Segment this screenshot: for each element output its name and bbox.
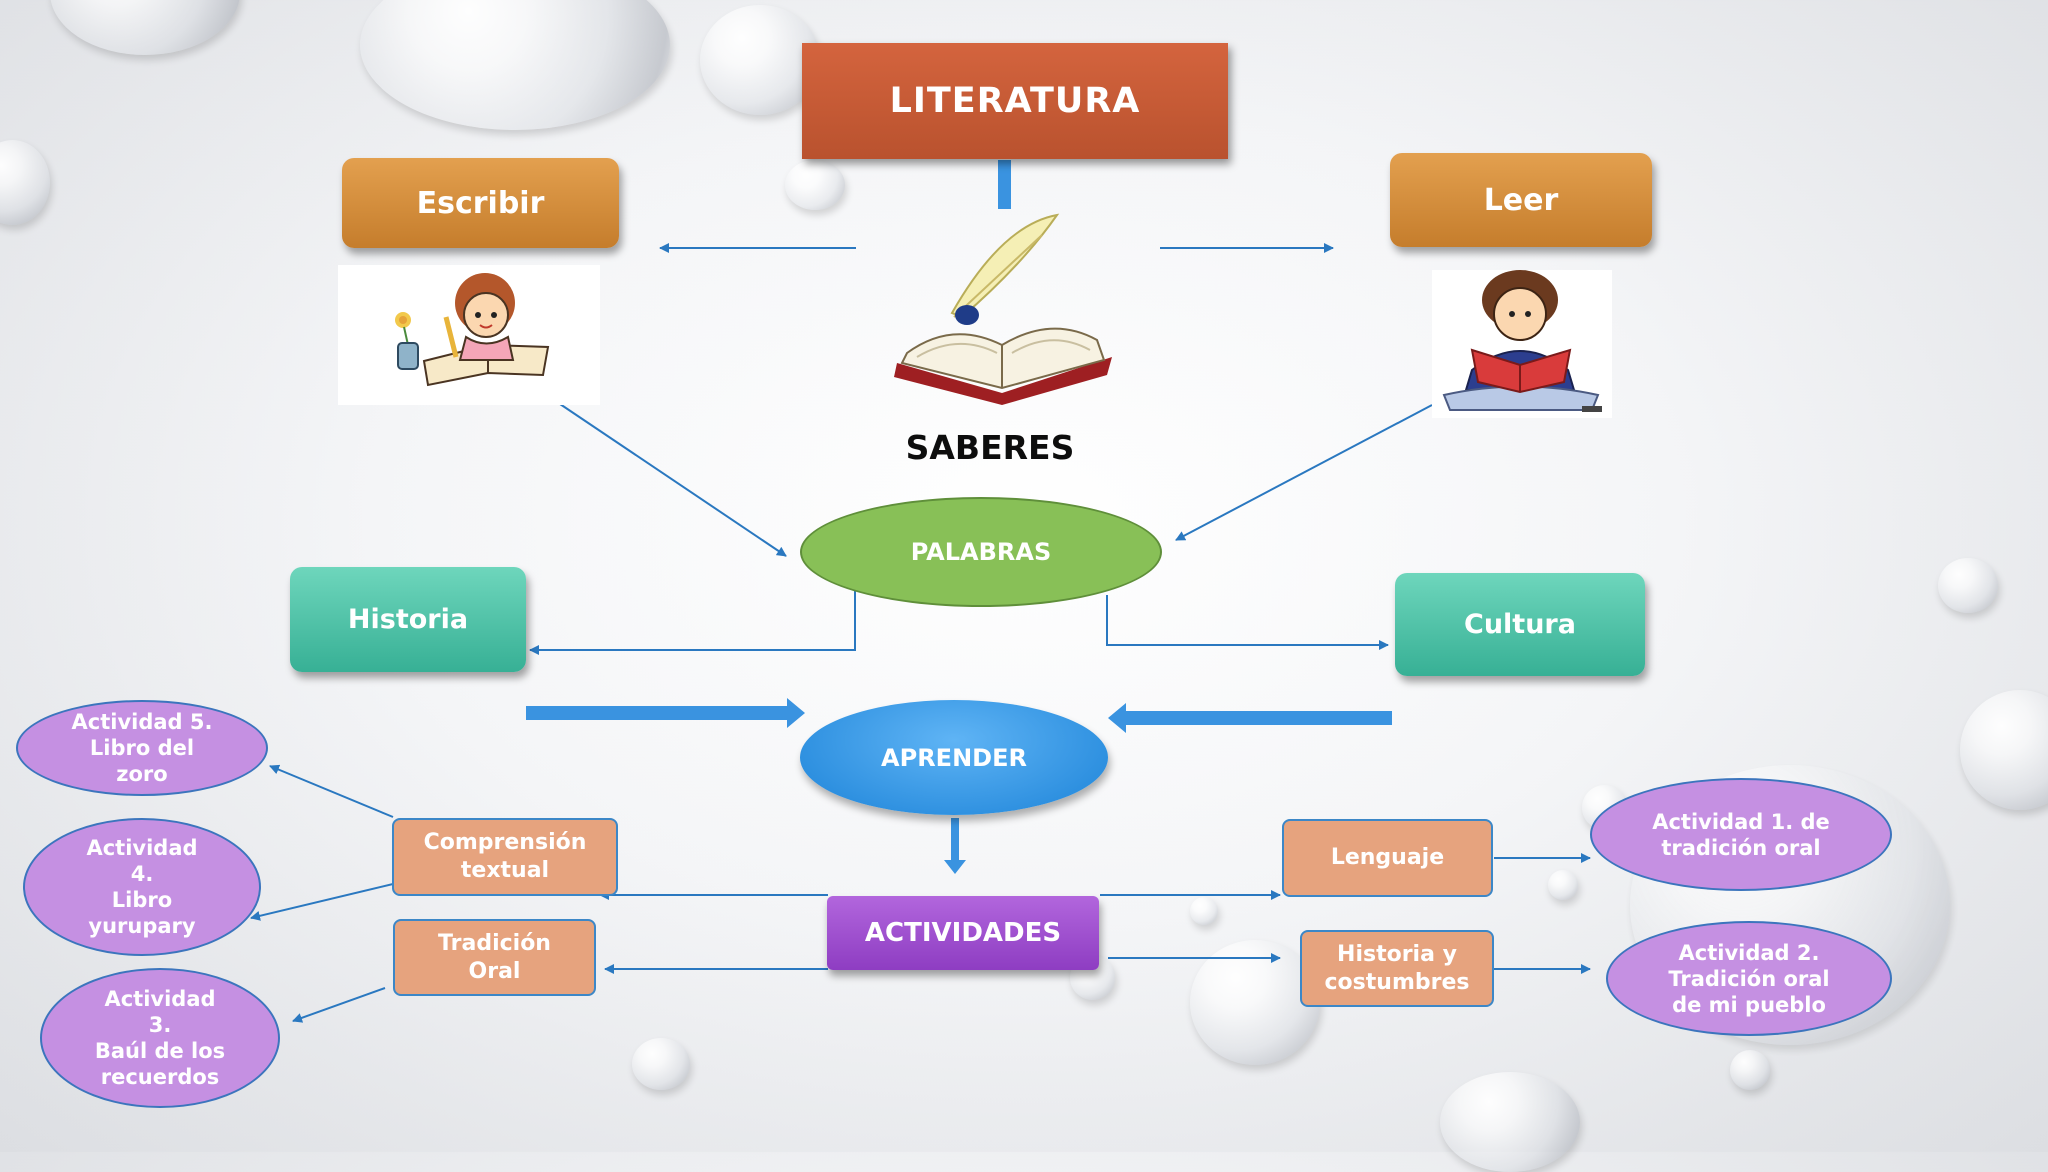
activity-line: Libro (111, 888, 173, 912)
historia-costumbres-box: Historia y costumbres (1300, 930, 1494, 1007)
actividad-1-ellipse: Actividad 1. de tradición oral (1590, 778, 1892, 891)
activity-line: Actividad 5. (71, 710, 213, 734)
activity-line: 4. (130, 862, 154, 886)
actividades-box: ACTIVIDADES (827, 896, 1099, 970)
topic-line: Lenguaje (1330, 845, 1445, 870)
activity-line: Actividad (86, 836, 198, 860)
activity-line: Actividad (104, 987, 216, 1011)
literatura-title-box: LITERATURA (802, 43, 1228, 159)
water-drop (1190, 897, 1218, 925)
water-drop (1548, 870, 1578, 900)
water-drop (632, 1038, 690, 1090)
leer-box: Leer (1390, 153, 1652, 247)
arrow-leer-palabras (1175, 404, 1433, 541)
activity-line: de mi pueblo (1672, 992, 1826, 1017)
water-drop (1938, 558, 1998, 613)
topic-line: Comprensión (423, 830, 587, 855)
topic-line: textual (460, 858, 550, 883)
topic-line: Tradición (438, 930, 551, 956)
water-drop (1960, 690, 2048, 810)
arrow-palabras-historia (529, 580, 856, 655)
historia-box: Historia (290, 567, 526, 672)
girl-writing-illustration (338, 265, 600, 405)
topic-line: costumbres (1324, 969, 1470, 995)
water-drop (1190, 940, 1320, 1065)
actividad-5-ellipse: Actividad 5. Libro del zoro (16, 700, 268, 796)
aprender-ellipse: APRENDER (800, 700, 1108, 815)
cultura-box: Cultura (1395, 573, 1645, 676)
tradicion-oral-box: Tradición Oral (393, 919, 596, 996)
arrow-palabras-cultura (1106, 595, 1389, 650)
activity-line: Actividad 2. (1678, 940, 1820, 965)
water-drop (1730, 1050, 1770, 1090)
arrow-to-actividad-5 (269, 764, 394, 818)
actividad-2-ellipse: Actividad 2. Tradición oral de mi pueblo (1606, 921, 1892, 1036)
activity-line: 3. (148, 1013, 172, 1037)
lenguaje-box: Lenguaje (1282, 819, 1493, 897)
water-drop (785, 160, 845, 210)
saberes-label: SABERES (905, 428, 1075, 467)
block-arrow-down (944, 818, 966, 874)
block-arrow-left (1108, 703, 1392, 733)
topic-line: Historia y (1337, 941, 1457, 967)
activity-line: Baúl de los (94, 1039, 226, 1063)
book-quill-icon (894, 213, 1112, 405)
activity-line: yurupary (88, 914, 196, 938)
arrow-escribir-palabras (556, 401, 787, 557)
palabras-ellipse: PALABRAS (800, 497, 1162, 607)
activity-line: zoro (116, 762, 168, 786)
title-stem (998, 160, 1011, 209)
block-arrow-right (526, 698, 805, 728)
topic-line: Oral (468, 958, 521, 984)
water-drop (700, 5, 820, 115)
arrow-to-actividad-3 (292, 987, 386, 1023)
escribir-box: Escribir (342, 158, 619, 248)
arrow-to-actividad-4 (250, 883, 394, 921)
activity-line: Tradición oral (1668, 966, 1830, 991)
comprension-textual-box: Comprensión textual (392, 818, 618, 896)
activity-line: Libro del (89, 736, 195, 760)
actividad-3-ellipse: Actividad 3. Baúl de los recuerdos (40, 968, 280, 1108)
water-drop (360, 0, 670, 130)
activity-line: tradición oral (1661, 835, 1821, 860)
boy-reading-illustration (1432, 270, 1612, 418)
activity-line: Actividad 1. de (1652, 809, 1830, 834)
actividad-4-ellipse: Actividad 4. Libro yurupary (23, 818, 261, 956)
activity-line: recuerdos (100, 1065, 220, 1089)
